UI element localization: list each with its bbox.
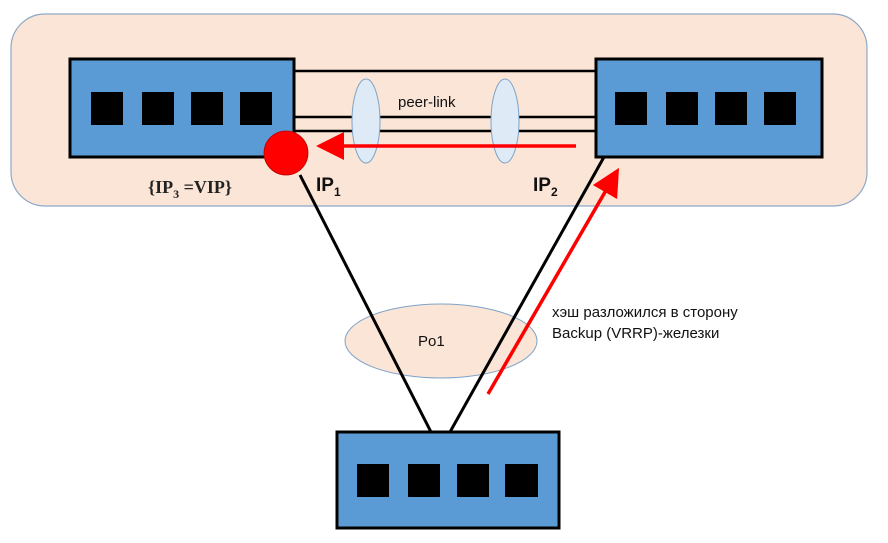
ip1-label: IP1 xyxy=(316,175,341,199)
peer-link-lag-ellipse-right xyxy=(490,78,520,164)
switch-port xyxy=(457,464,489,497)
switch-port xyxy=(91,92,123,125)
vip-dot xyxy=(263,130,309,176)
switch-port xyxy=(191,92,223,125)
left-switch xyxy=(68,57,296,159)
switch-port xyxy=(240,92,272,125)
switch-port xyxy=(666,92,698,125)
right-switch xyxy=(594,57,824,159)
switch-port xyxy=(408,464,440,497)
switch-port xyxy=(142,92,174,125)
port-channel-label: Po1 xyxy=(418,333,445,350)
vip-label: {IP3 =VIP} xyxy=(148,177,232,201)
uplink-to-left-switch xyxy=(298,174,433,433)
switch-port xyxy=(764,92,796,125)
hash-annotation-line-2: Backup (VRRP)-железки xyxy=(552,325,719,342)
hash-annotation-line-1: хэш разложился в сторону xyxy=(552,304,738,321)
peer-link-label: peer-link xyxy=(398,94,456,111)
switch-port xyxy=(505,464,538,497)
switch-port xyxy=(715,92,747,125)
traffic-arrow-hash xyxy=(486,167,620,395)
peer-link-lag-ellipse-left xyxy=(351,78,381,164)
switch-port xyxy=(615,92,647,125)
bottom-switch xyxy=(335,430,561,530)
ip2-label: IP2 xyxy=(533,175,558,199)
uplink-to-right-switch xyxy=(448,156,606,433)
switch-port xyxy=(357,464,389,497)
